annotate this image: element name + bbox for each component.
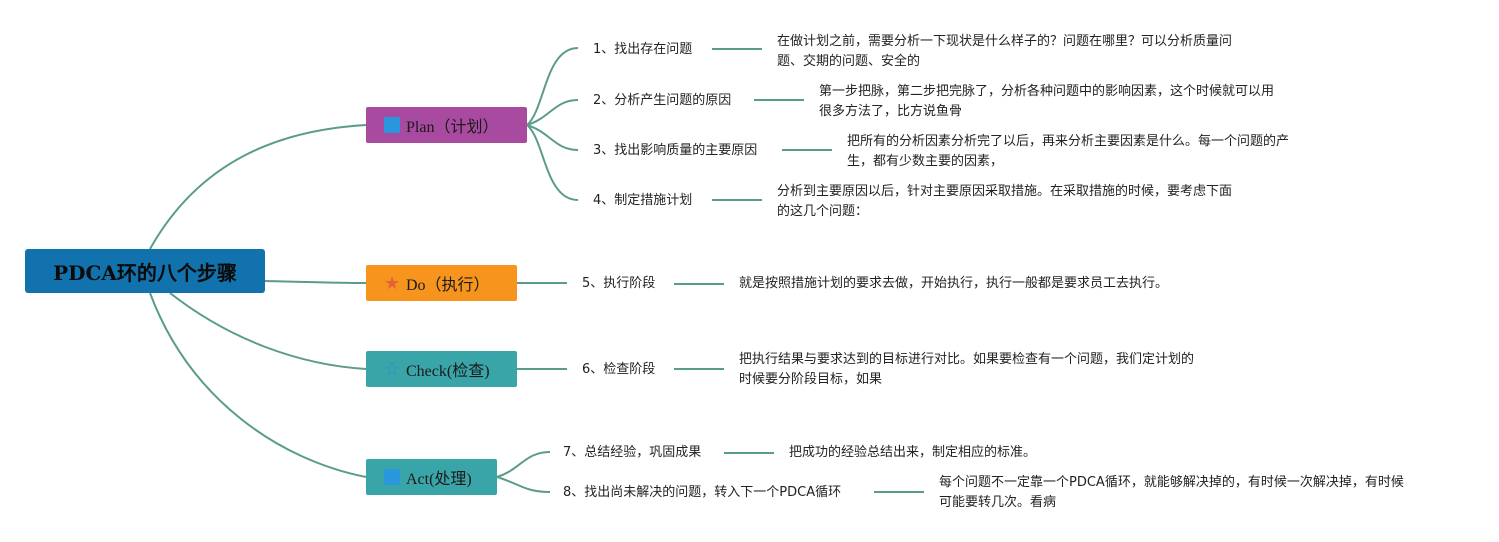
step-node-8[interactable]: 8、找出尚未解决的问题，转入下一个PDCA循环 — [563, 484, 841, 502]
desc-line: 生，都有少数主要的因素， — [847, 154, 1004, 169]
root-to-do-line — [264, 280, 367, 284]
step-label: 2、分析产生问题的原因 — [593, 93, 732, 108]
step-node-5[interactable]: 5、执行阶段 — [582, 275, 655, 293]
plan-to-step2-line — [526, 99, 579, 126]
step-node-2[interactable]: 2、分析产生问题的原因 — [593, 92, 731, 110]
step-node-7[interactable]: 7、总结经验，巩固成果 — [563, 444, 701, 462]
desc-line: 把所有的分析因素分析完了以后，再来分析主要因素是什么。每一个问题的产 — [847, 134, 1290, 149]
branch-check-label: Check(检查) — [406, 363, 490, 380]
step-label: 7、总结经验，巩固成果 — [563, 445, 702, 460]
step-2-description: 第一步把脉，第二步把完脉了，分析各种问题中的影响因素，这个时候就可以用 很多方法… — [819, 82, 1274, 122]
root-to-plan-line — [149, 124, 367, 250]
step-8-description: 每个问题不一定靠一个PDCA循环，就能够解决掉的，有时候一次解决掉，有时候 可能… — [939, 473, 1404, 513]
blue-star-outline-icon: ☆ — [384, 359, 401, 379]
branch-plan-label: Plan（计划） — [406, 119, 499, 136]
step-3-description: 把所有的分析因素分析完了以后，再来分析主要因素是什么。每一个问题的产 生，都有少… — [847, 132, 1289, 172]
step-5-description: 就是按照措施计划的要求去做，开始执行，执行一般都是要求员工去执行。 — [739, 274, 1168, 294]
desc-line: 把成功的经验总结出来，制定相应的标准。 — [789, 445, 1037, 460]
desc-line: 的这几个问题： — [777, 204, 869, 219]
branch-act[interactable]: Act(处理) — [366, 459, 497, 495]
step-1-description: 在做计划之前，需要分析一下现状是什么样子的？问题在哪里？可以分析质量问 题、交期… — [777, 32, 1232, 72]
branch-check[interactable]: ☆ Check(检查) — [366, 351, 517, 387]
plan-to-step4-line — [526, 124, 579, 201]
blue-square-icon — [384, 469, 400, 485]
desc-line: 第一步把脉，第二步把完脉了，分析各种问题中的影响因素，这个时候就可以用 — [819, 84, 1275, 99]
step-4-description: 分析到主要原因以后，针对主要原因采取措施。在采取措施的时候，要考虑下面 的这几个… — [777, 182, 1232, 222]
desc-line: 很多方法了，比方说鱼骨 — [819, 104, 963, 119]
step-node-4[interactable]: 4、制定措施计划 — [593, 192, 692, 210]
desc-line: 时候要分阶段目标，如果 — [739, 372, 883, 387]
plan-to-step3-line — [526, 124, 579, 151]
desc-line: 每个问题不一定靠一个PDCA循环，就能够解决掉的，有时候一次解决掉，有时候 — [939, 475, 1404, 490]
desc-line: 在做计划之前，需要分析一下现状是什么样子的？问题在哪里？可以分析质量问 — [777, 34, 1233, 49]
step-label: 6、检查阶段 — [582, 362, 656, 377]
step-label: 1、找出存在问题 — [593, 42, 693, 57]
act-to-step8-line — [496, 476, 551, 493]
step-label: 3、找出影响质量的主要原因 — [593, 143, 758, 158]
branch-act-label: Act(处理) — [406, 471, 472, 488]
root-title: PDCA环的八个步骤 — [53, 260, 237, 285]
branch-plan[interactable]: Plan（计划） — [366, 107, 527, 143]
desc-line: 把执行结果与要求达到的目标进行对比。如果要检查有一个问题，我们定计划的 — [739, 352, 1195, 367]
blue-square-icon — [384, 117, 400, 133]
root-to-check-line — [169, 292, 367, 370]
branch-do[interactable]: ★ Do（执行） — [366, 265, 517, 301]
desc-line: 分析到主要原因以后，针对主要原因采取措施。在采取措施的时候，要考虑下面 — [777, 184, 1233, 199]
desc-line: 就是按照措施计划的要求去做，开始执行，执行一般都是要求员工去执行。 — [739, 276, 1169, 291]
root-to-act-line — [149, 292, 367, 478]
step-node-1[interactable]: 1、找出存在问题 — [593, 41, 692, 59]
root-node[interactable]: PDCA环的八个步骤 — [25, 249, 265, 293]
branch-do-label: Do（执行） — [406, 277, 490, 294]
step-7-description: 把成功的经验总结出来，制定相应的标准。 — [789, 443, 1036, 463]
desc-line: 题、交期的问题、安全的 — [777, 54, 921, 69]
step-6-description: 把执行结果与要求达到的目标进行对比。如果要检查有一个问题，我们定计划的 时候要分… — [739, 350, 1194, 390]
step-label: 4、制定措施计划 — [593, 193, 693, 208]
orange-star-icon: ★ — [384, 273, 401, 293]
step-label: 8、找出尚未解决的问题，转入下一个PDCA循环 — [563, 485, 842, 500]
step-label: 5、执行阶段 — [582, 276, 656, 291]
act-to-step7-line — [496, 451, 551, 478]
plan-to-step1-line — [526, 47, 579, 126]
step-node-6[interactable]: 6、检查阶段 — [582, 361, 655, 379]
desc-line: 可能要转几次。看病 — [939, 495, 1057, 510]
step-node-3[interactable]: 3、找出影响质量的主要原因 — [593, 142, 757, 160]
